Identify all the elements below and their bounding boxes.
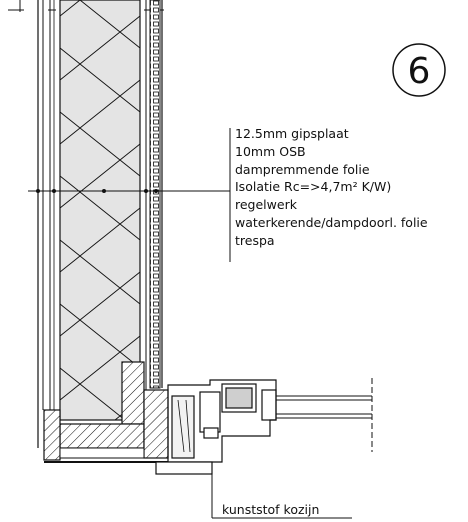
wall-layer-labels: 12.5mm gipsplaat 10mm OSB dampremmende f… — [235, 126, 428, 248]
glazing — [276, 378, 373, 452]
layer-label: 12.5mm gipsplaat — [235, 126, 349, 141]
layer-label: 10mm OSB — [235, 144, 306, 159]
frame-label: kunststof kozijn — [222, 502, 319, 517]
layer-label: Isolatie Rc=>4,7m² K/W) — [235, 179, 391, 194]
layer-label: regelwerk — [235, 197, 298, 212]
inner-finish-layers — [37, 0, 55, 448]
insulation-layer — [59, 0, 141, 421]
framing-lines — [139, 0, 147, 390]
detail-number: 6 — [408, 51, 431, 92]
frame-leader-line — [211, 472, 352, 519]
layer-label: trespa — [235, 233, 275, 248]
layer-leader-line — [28, 128, 231, 262]
detail-number-circle — [392, 43, 446, 97]
sill-timber-assembly — [43, 361, 169, 463]
window-frame — [155, 379, 277, 475]
layer-label: dampremmende folie — [235, 162, 370, 177]
exterior-cladding — [149, 0, 161, 389]
layer-label: waterkerende/dampdoorl. folie — [235, 215, 428, 230]
